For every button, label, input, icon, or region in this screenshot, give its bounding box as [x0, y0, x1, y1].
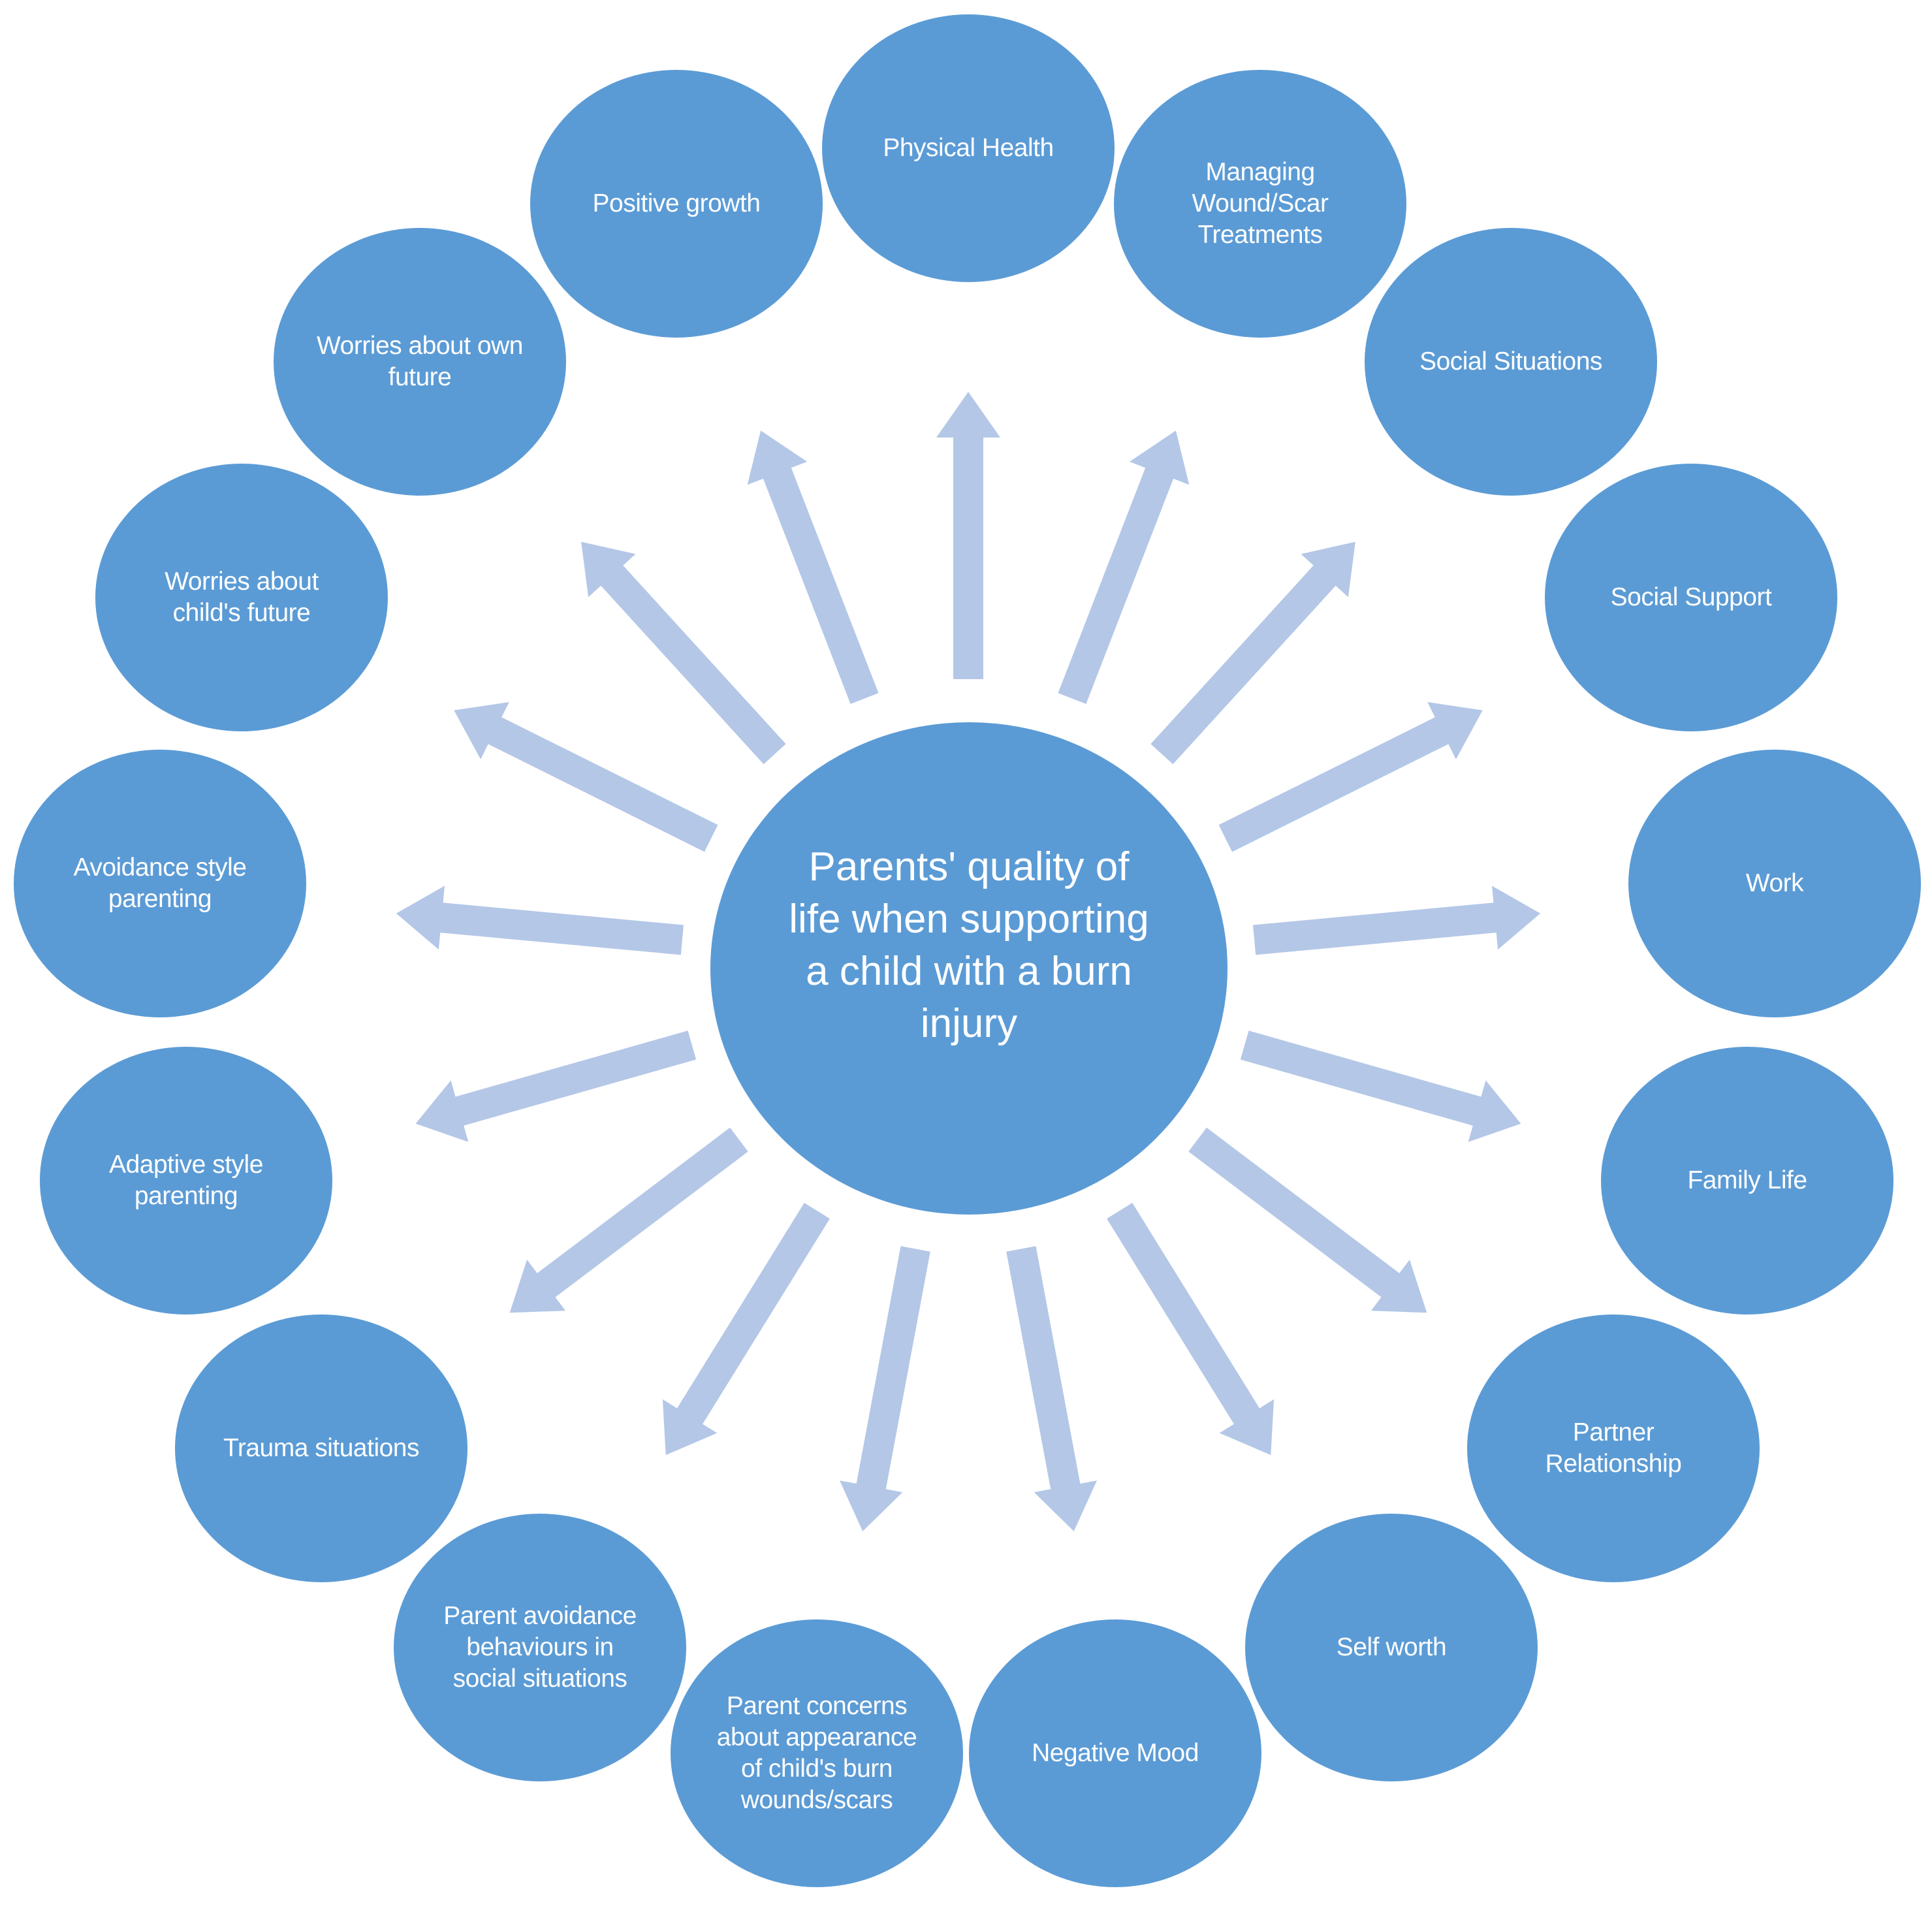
radial-arrow — [1107, 1203, 1275, 1456]
center-topic-circle: Parents' quality of life when supporting… — [710, 722, 1227, 1215]
theme-node-parent-concerns-appearance: Parent concerns about appearance of chil… — [671, 1619, 963, 1887]
theme-label: Work — [1745, 869, 1804, 897]
radial-arrow — [581, 541, 786, 765]
theme-label: Positive growth — [592, 189, 761, 217]
theme-node-negative-mood: Negative Mood — [969, 1619, 1261, 1887]
radial-arrow — [936, 392, 1000, 679]
theme-label: Adaptive style parenting — [109, 1151, 263, 1210]
theme-node-worries-own-future: Worries about own future — [274, 228, 566, 496]
theme-node-family-life: Family Life — [1601, 1047, 1893, 1314]
radial-arrow — [747, 430, 879, 704]
theme-label: Physical Health — [883, 134, 1054, 162]
theme-node-adaptive-style-parenting: Adaptive style parenting — [40, 1047, 332, 1314]
theme-node-social-support: Social Support — [1545, 464, 1837, 731]
theme-node-physical-health: Physical Health — [822, 14, 1115, 282]
theme-label: Parent avoidance behaviours in social si… — [443, 1602, 637, 1693]
theme-label: Trauma situations — [223, 1434, 420, 1462]
theme-node-trauma-situations: Trauma situations — [175, 1314, 467, 1582]
radial-arrow — [1218, 702, 1483, 852]
radial-arrow — [454, 702, 718, 852]
radial-arrow — [1188, 1127, 1427, 1313]
theme-node-self-worth: Self worth — [1245, 1514, 1538, 1781]
theme-node-work: Work — [1628, 750, 1921, 1017]
radial-arrow — [662, 1203, 830, 1456]
radial-arrow — [1058, 430, 1190, 704]
theme-label: Social Support — [1610, 583, 1772, 611]
theme-label: Worries about child's future — [165, 567, 319, 627]
theme-node-parent-avoidance-behaviours: Parent avoidance behaviours in social si… — [394, 1514, 686, 1781]
radial-arrow — [1253, 885, 1541, 955]
theme-node-partner-relationship: Partner Relationship — [1467, 1314, 1760, 1582]
center-topic-label: Parents' quality of life when supporting… — [789, 844, 1149, 1046]
theme-node-social-situations: Social Situations — [1365, 228, 1657, 496]
radial-arrow — [840, 1246, 930, 1531]
radial-arrow — [1150, 541, 1355, 765]
theme-node-positive-growth: Positive growth — [530, 70, 823, 338]
radial-arrow — [396, 885, 684, 955]
radial-arrow — [509, 1127, 748, 1313]
theme-node-worries-childs-future: Worries about child's future — [95, 464, 388, 731]
theme-label: Family Life — [1687, 1166, 1807, 1194]
radial-arrow — [1240, 1030, 1521, 1142]
radial-arrow — [415, 1030, 697, 1142]
theme-label: Partner Relationship — [1545, 1418, 1682, 1478]
theme-label: Parent concerns about appearance of chil… — [716, 1692, 917, 1814]
theme-label: Avoidance style parenting — [73, 853, 247, 913]
radial-arrow — [1006, 1246, 1097, 1531]
theme-label: Self worth — [1336, 1633, 1447, 1661]
theme-label: Negative Mood — [1032, 1739, 1199, 1767]
theme-label: Worries about own future — [317, 332, 523, 391]
theme-label: Managing Wound/Scar Treatments — [1192, 158, 1329, 249]
theme-node-avoidance-style-parenting: Avoidance style parenting — [14, 750, 306, 1017]
theme-node-managing-wound-scar-treatments: Managing Wound/Scar Treatments — [1114, 70, 1406, 338]
theme-label: Social Situations — [1419, 347, 1602, 375]
